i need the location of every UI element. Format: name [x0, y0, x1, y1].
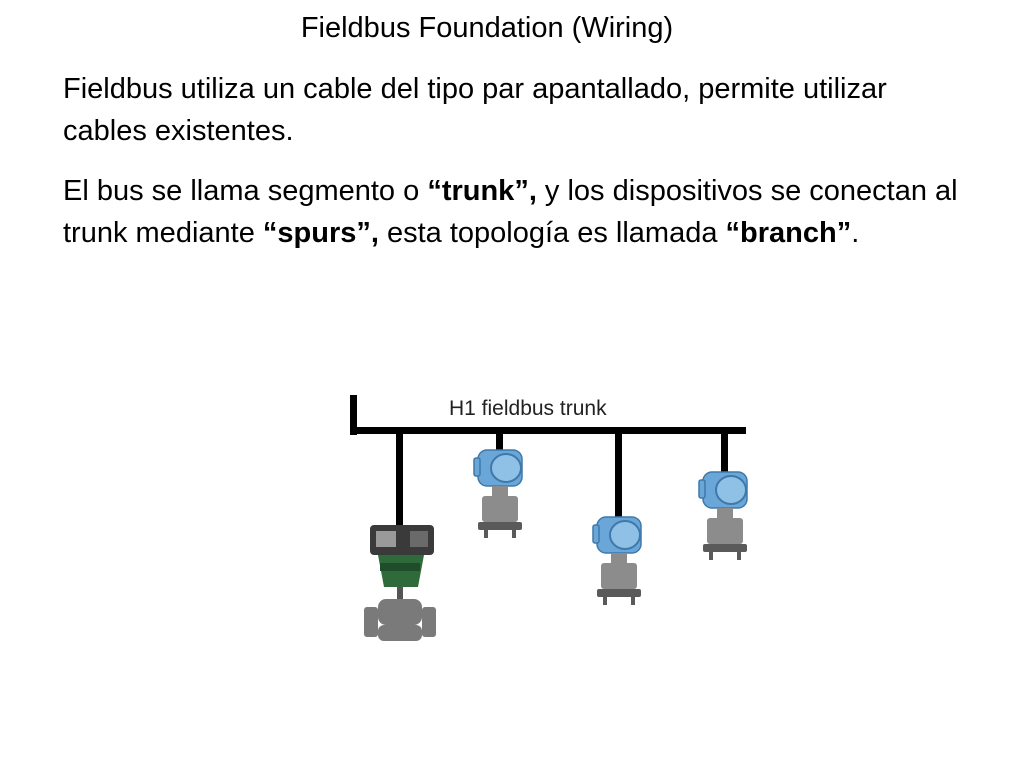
- spur-transmitter-2: [615, 434, 622, 519]
- topology-svg: H1 fieldbus trunk: [350, 395, 748, 641]
- trunk-cable: [350, 427, 746, 434]
- pressure-transmitter-icon: [592, 516, 642, 606]
- slide-title: Fieldbus Foundation (Wiring): [300, 12, 674, 44]
- trunk-label: H1 fieldbus trunk: [449, 397, 607, 420]
- spur-valve: [396, 434, 403, 532]
- pressure-transmitter-icon: [473, 449, 523, 539]
- trunk-end-terminal: [350, 395, 357, 435]
- paragraph-cable-type: Fieldbus utiliza un cable del tipo par a…: [63, 73, 887, 147]
- term-branch: “branch”: [725, 217, 852, 249]
- pressure-transmitter-icon: [698, 471, 748, 561]
- text-segment: esta topología es llamada: [378, 217, 726, 249]
- spur-transmitter-1: [496, 434, 503, 452]
- fieldbus-topology-diagram: H1 fieldbus trunk: [340, 385, 760, 660]
- spur-transmitter-3: [721, 434, 728, 474]
- text-segment: El bus se llama segmento o: [63, 175, 428, 207]
- paragraph-topology: El bus se llama segmento o “trunk”, y lo…: [63, 170, 963, 254]
- text-segment: .: [851, 217, 860, 249]
- term-spurs: “spurs”,: [262, 217, 379, 249]
- text-segment: y los dispositivos se conectan al trunk …: [63, 175, 958, 249]
- term-trunk: “trunk”,: [427, 175, 537, 207]
- control-valve-icon: [364, 525, 436, 641]
